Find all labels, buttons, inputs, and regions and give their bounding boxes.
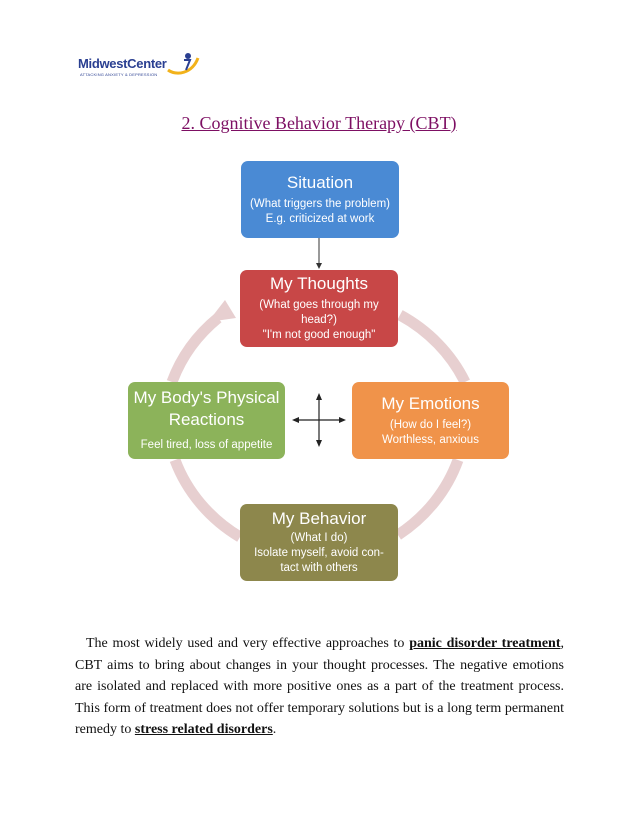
body-paragraph: The most widely used and very effective … xyxy=(75,633,564,741)
thoughts-line-2: "I'm not good enough" xyxy=(262,329,376,341)
paragraph-text-3: . xyxy=(272,722,277,737)
situation-line-2: E.g. criticized at work xyxy=(265,212,375,225)
situation-box: Situation (What triggers the problem) E.… xyxy=(241,161,399,238)
behavior-line-3: tact with others xyxy=(280,562,358,574)
logo-tagline: ATTACKING ANXIETY & DEPRESSION xyxy=(80,72,158,77)
body-heading-2: Reactions xyxy=(168,410,245,429)
cycle-arc-bottom-left xyxy=(169,458,243,542)
emotions-box: My Emotions (How do I feel?) Worthless, … xyxy=(352,382,509,459)
body-line-1: Feel tired, loss of appetite xyxy=(140,439,273,451)
cycle-arc-right xyxy=(397,310,470,385)
page-title: 2. Cognitive Behavior Therapy (CBT) xyxy=(181,113,457,133)
connector-arrowhead xyxy=(316,263,322,269)
emotions-line-2: Worthless, anxious xyxy=(382,433,479,446)
paragraph-text-1: The most widely used and very effective … xyxy=(86,636,410,651)
panic-disorder-link[interactable]: panic disorder treatment xyxy=(409,636,561,651)
cycle-arc-bottom-right xyxy=(394,458,464,540)
behavior-line-2: Isolate myself, avoid con- xyxy=(254,547,384,559)
situation-heading: Situation xyxy=(286,172,354,192)
body-reactions-box: My Body's Physical Reactions Feel tired,… xyxy=(128,382,285,459)
behavior-box: My Behavior (What I do) Isolate myself, … xyxy=(240,504,398,581)
cycle-arrow-ring xyxy=(166,310,470,542)
thoughts-line-1: (What goes through my head?) xyxy=(259,299,379,326)
behavior-heading: My Behavior xyxy=(271,509,367,528)
thoughts-box: My Thoughts (What goes through my head?)… xyxy=(240,270,398,347)
cycle-arc-left xyxy=(166,313,222,385)
logo-name: MidwestCenter xyxy=(78,56,167,71)
situation-line-1: (What triggers the problem) xyxy=(250,197,390,210)
stress-disorders-link[interactable]: stress related disorders xyxy=(134,722,273,737)
paragraph-text-2: , CBT aims to bring about changes in you… xyxy=(75,636,564,737)
cycle-arrowhead xyxy=(208,300,236,322)
behavior-line-1: (What I do) xyxy=(290,532,348,544)
emotions-line-1: (How do I feel?) xyxy=(389,418,472,431)
midwest-center-logo: MidwestCenter ATTACKING ANXIETY & DEPRES… xyxy=(78,50,202,82)
body-heading-1: My Body's Physical xyxy=(133,388,280,407)
thoughts-heading: My Thoughts xyxy=(270,274,368,293)
emotions-heading: My Emotions xyxy=(381,393,480,413)
center-cross-arrows xyxy=(292,393,346,447)
logo-swoosh-icon xyxy=(167,53,200,75)
